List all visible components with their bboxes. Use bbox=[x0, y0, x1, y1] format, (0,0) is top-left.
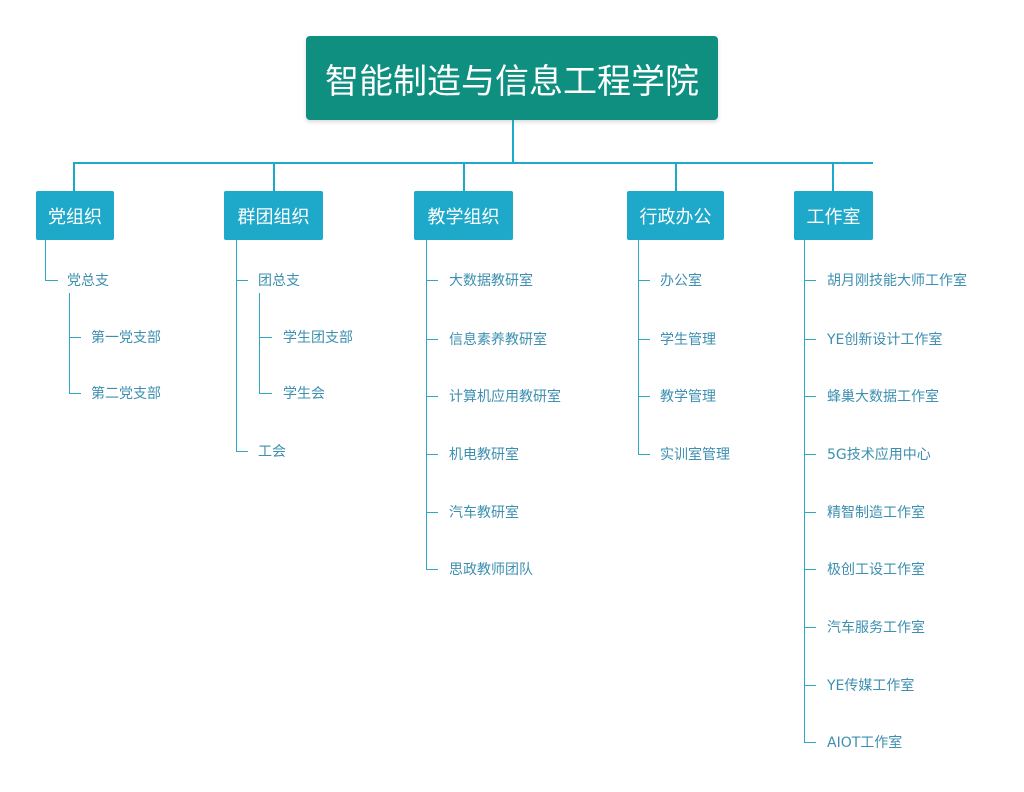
party-branch-1: 第一党支部 bbox=[91, 330, 161, 346]
studio: 汽车服务工作室 bbox=[827, 620, 925, 636]
admin-unit: 实训室管理 bbox=[660, 447, 730, 463]
category-connector-2 bbox=[273, 162, 275, 191]
category-label: 教学组织 bbox=[427, 206, 500, 228]
category-label: 行政办公 bbox=[639, 206, 712, 228]
teaching-room: 汽车教研室 bbox=[449, 505, 519, 521]
studio: 精智制造工作室 bbox=[827, 505, 925, 521]
tree-line bbox=[426, 454, 438, 455]
category-connector-3 bbox=[463, 162, 465, 191]
studio: 极创工设工作室 bbox=[827, 562, 925, 578]
category-label: 群团组织 bbox=[237, 206, 310, 228]
admin-unit: 办公室 bbox=[660, 273, 702, 289]
tree-line bbox=[638, 280, 650, 281]
tree-line bbox=[45, 280, 58, 281]
root-connector bbox=[512, 120, 514, 163]
category-teaching: 教学组织 bbox=[414, 191, 513, 240]
category-connector-5 bbox=[832, 162, 834, 191]
category-studios: 工作室 bbox=[794, 191, 873, 240]
teaching-room: 计算机应用教研室 bbox=[449, 389, 561, 405]
student-league-branch: 学生团支部 bbox=[283, 330, 353, 346]
studio: 蜂巢大数据工作室 bbox=[827, 389, 939, 405]
tree-line bbox=[69, 337, 81, 338]
tree-line bbox=[638, 240, 639, 455]
tree-line bbox=[804, 396, 816, 397]
category-connector-4 bbox=[675, 162, 677, 191]
tree-line bbox=[69, 293, 70, 394]
student-union: 学生会 bbox=[283, 386, 325, 402]
tree-line bbox=[804, 240, 805, 743]
tree-line bbox=[804, 512, 816, 513]
tree-line bbox=[69, 393, 81, 394]
party-branch-2: 第二党支部 bbox=[91, 386, 161, 402]
tree-line bbox=[259, 293, 260, 394]
tree-line bbox=[45, 240, 46, 281]
root-node: 智能制造与信息工程学院 bbox=[306, 36, 718, 120]
tree-line bbox=[236, 280, 248, 281]
tree-line bbox=[638, 339, 650, 340]
tree-line bbox=[259, 337, 272, 338]
tree-line bbox=[804, 280, 816, 281]
tree-line bbox=[426, 240, 427, 570]
tree-line bbox=[638, 396, 650, 397]
category-party: 党组织 bbox=[36, 191, 114, 240]
category-administration: 行政办公 bbox=[627, 191, 724, 240]
tree-line bbox=[804, 339, 816, 340]
studio: 5G技术应用中心 bbox=[827, 447, 931, 463]
tree-line bbox=[426, 396, 438, 397]
tree-line bbox=[259, 393, 272, 394]
tree-line bbox=[236, 451, 248, 452]
youth-league-branch: 团总支 bbox=[258, 273, 300, 289]
tree-line bbox=[804, 685, 816, 686]
tree-line bbox=[426, 512, 438, 513]
tree-line bbox=[236, 240, 237, 452]
category-bus bbox=[73, 162, 873, 164]
category-connector-1 bbox=[73, 162, 75, 191]
tree-line bbox=[804, 454, 816, 455]
tree-line bbox=[804, 627, 816, 628]
studio: AIOT工作室 bbox=[827, 735, 903, 751]
teaching-room: 大数据教研室 bbox=[449, 273, 533, 289]
tree-line bbox=[426, 569, 438, 570]
labor-union: 工会 bbox=[258, 444, 286, 460]
tree-line bbox=[638, 454, 650, 455]
root-title: 智能制造与信息工程学院 bbox=[325, 61, 699, 102]
admin-unit: 学生管理 bbox=[660, 332, 716, 348]
tree-line bbox=[426, 339, 438, 340]
category-label: 党组织 bbox=[48, 206, 102, 228]
teaching-room: 信息素养教研室 bbox=[449, 332, 547, 348]
admin-unit: 教学管理 bbox=[660, 389, 716, 405]
tree-line bbox=[804, 569, 816, 570]
party-general-branch: 党总支 bbox=[67, 273, 109, 289]
studio: 胡月刚技能大师工作室 bbox=[827, 273, 967, 289]
category-label: 工作室 bbox=[806, 206, 861, 228]
studio: YE传媒工作室 bbox=[827, 678, 915, 694]
tree-line bbox=[426, 280, 438, 281]
teaching-room: 机电教研室 bbox=[449, 447, 519, 463]
teaching-room: 思政教师团队 bbox=[449, 562, 533, 578]
studio: YE创新设计工作室 bbox=[827, 332, 943, 348]
tree-line bbox=[804, 742, 816, 743]
category-mass-groups: 群团组织 bbox=[224, 191, 323, 240]
